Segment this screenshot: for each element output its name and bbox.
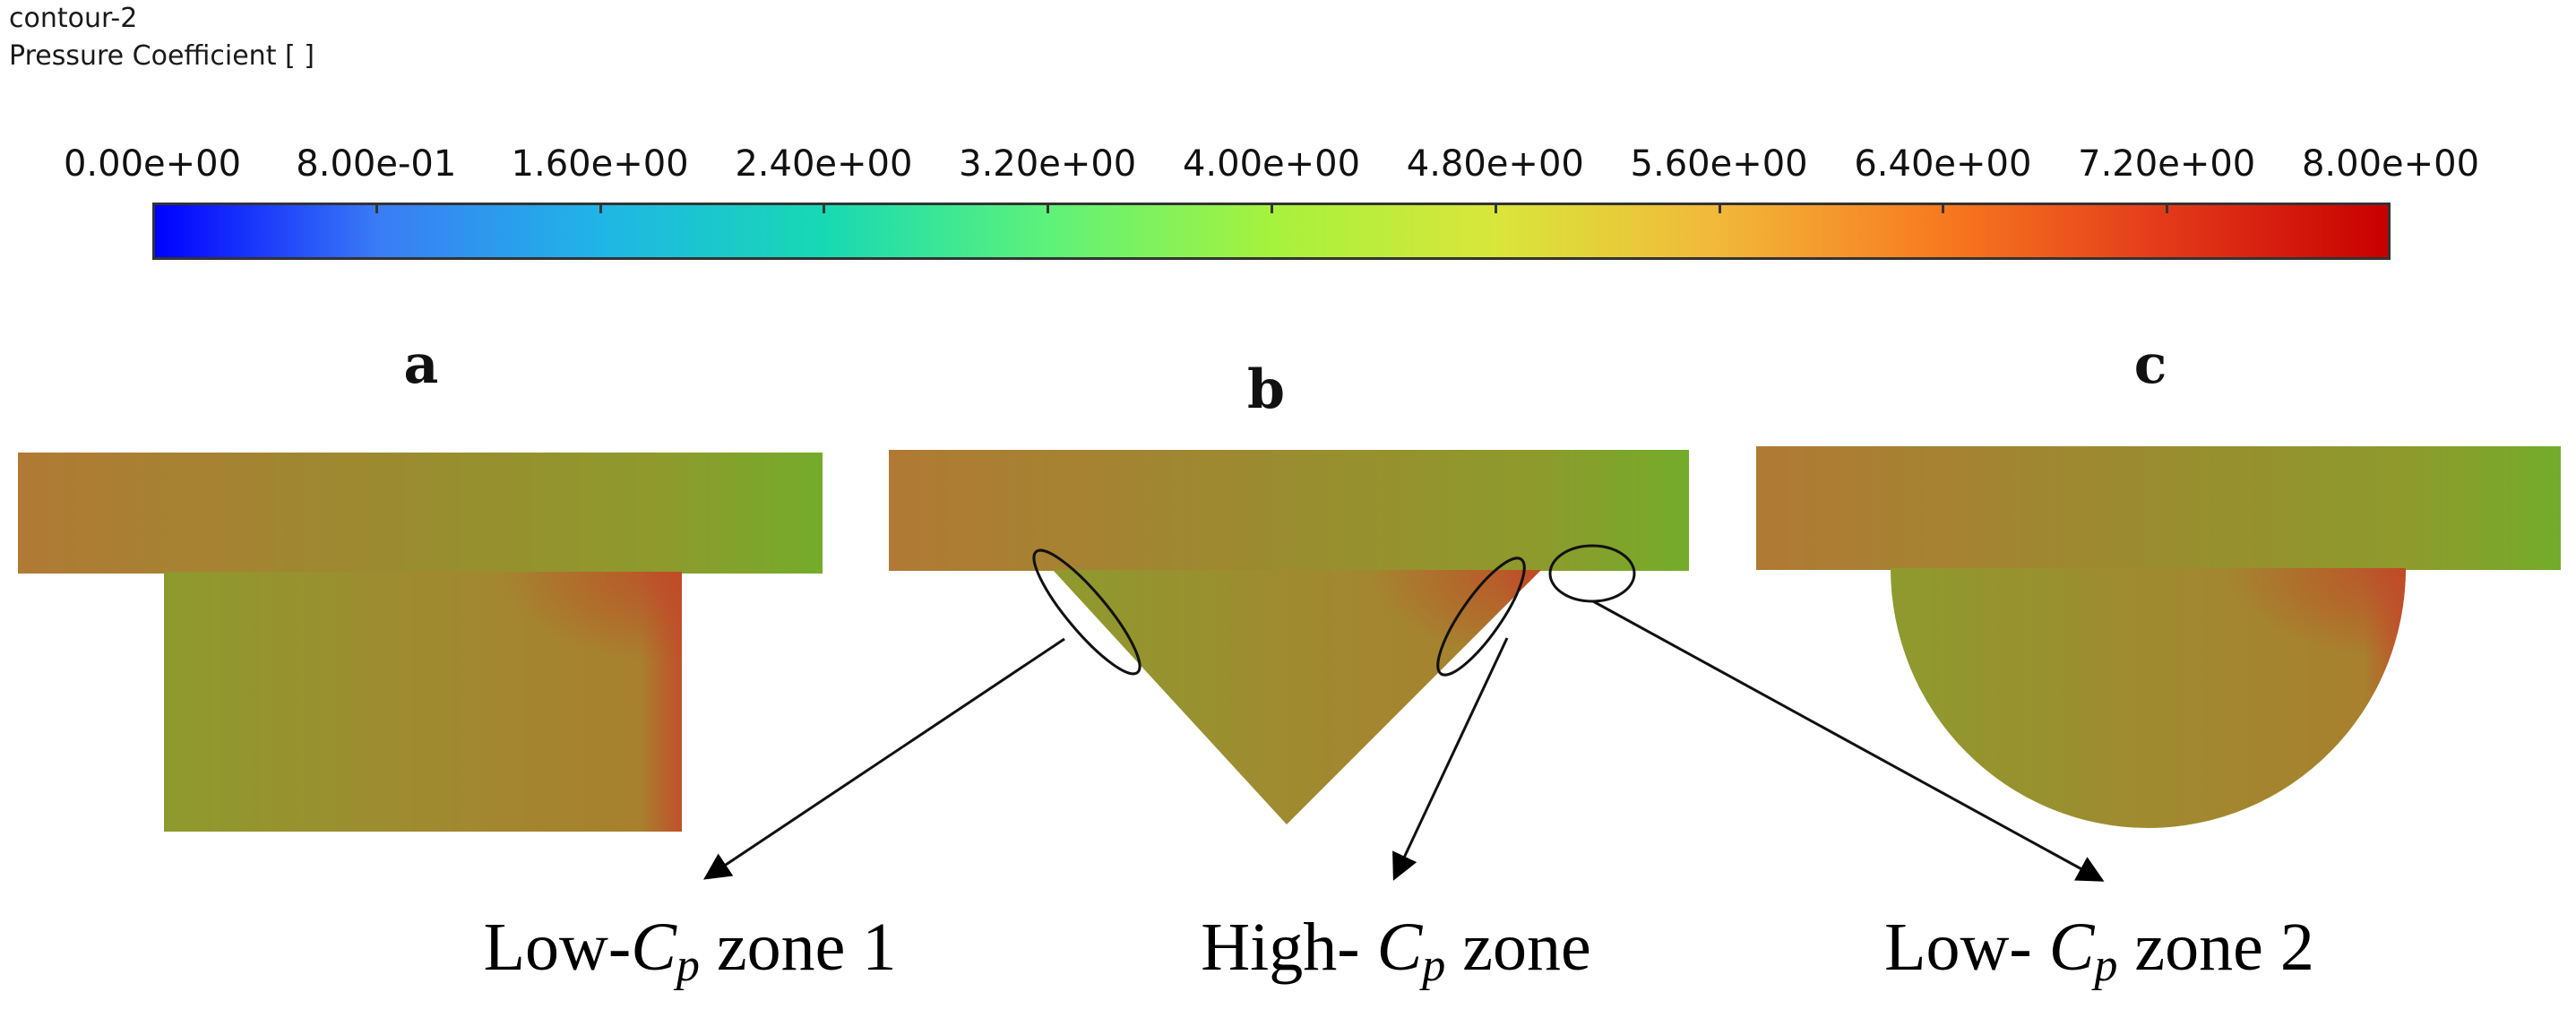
- colorbar-tick-label: 4.00e+00: [1182, 143, 1361, 185]
- colorbar-tick-mark: [1718, 203, 1721, 213]
- panel-b-geometry: [889, 450, 1689, 824]
- colorbar-tick-mark: [1047, 203, 1050, 213]
- colorbar-tick-label: 4.80e+00: [1406, 143, 1584, 185]
- low-cp-zone-1-marker: [1032, 548, 1142, 676]
- panel-label-c: c: [2133, 333, 2167, 396]
- low-cp-zone-2-marker: [1548, 544, 1636, 603]
- colorbar-tick-mark: [375, 203, 378, 213]
- high-cp-zone-marker: [1436, 556, 1526, 677]
- arrow-high-cp-zone: [1392, 637, 1509, 881]
- colorbar-tick-label: 0.00e+00: [63, 143, 242, 185]
- contour-title: contour-2: [9, 3, 138, 34]
- colorbar-tick-mark: [2166, 203, 2169, 213]
- colorbar-tick-label: 6.40e+00: [1854, 143, 2032, 185]
- high-cp-zone-label: High- Cp zone: [1201, 910, 1591, 991]
- panel-c-geometry: [1756, 446, 2561, 828]
- low-cp-zone-2-label: Low- Cp zone 2: [1884, 910, 2314, 991]
- colorbar-tick-label: 8.00e-01: [296, 143, 457, 185]
- colorbar-tick-mark: [1271, 203, 1273, 213]
- arrow-low-cp-zone-1: [703, 637, 1065, 880]
- arrow-low-cp-zone-2: [1592, 600, 2105, 882]
- colorbar-tick-label: 8.00e+00: [2301, 143, 2480, 185]
- colorbar-tick-label: 7.20e+00: [2078, 143, 2256, 185]
- colorbar-tick-mark: [1494, 203, 1497, 213]
- panel-label-b: b: [1247, 358, 1285, 421]
- panel-a-geometry: [18, 453, 823, 832]
- panel-label-a: a: [403, 333, 439, 396]
- colorbar-tick-mark: [823, 203, 826, 213]
- colorbar-tick-label: 5.60e+00: [1630, 143, 1808, 185]
- colorbar-tick-label: 1.60e+00: [511, 143, 689, 185]
- colorbar-tick-mark: [599, 203, 602, 213]
- colorbar-tick-mark: [1942, 203, 1945, 213]
- colorbar-tick-label: 2.40e+00: [735, 143, 913, 185]
- low-cp-zone-1-label: Low-Cp zone 1: [483, 910, 897, 991]
- variable-title: Pressure Coefficient [ ]: [9, 40, 314, 72]
- colorbar-tick-label: 3.20e+00: [959, 143, 1137, 185]
